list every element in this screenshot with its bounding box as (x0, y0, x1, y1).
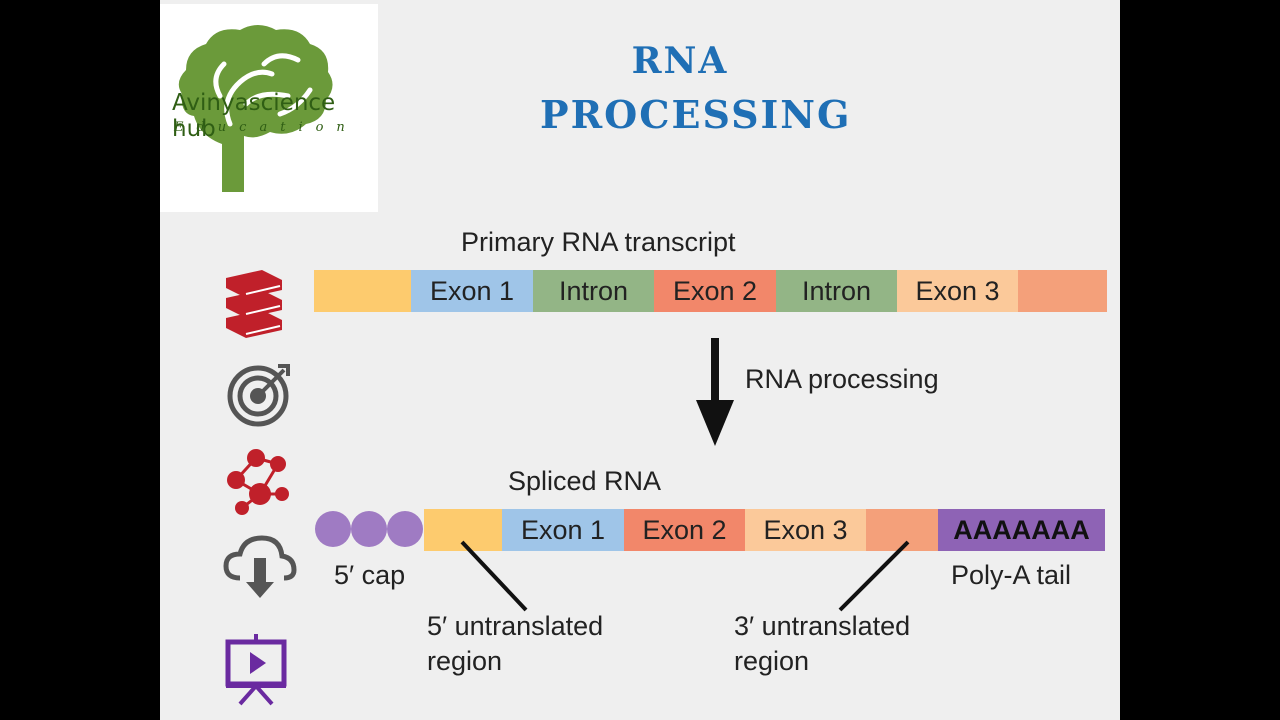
exon-3-segment: Exon 3 (745, 509, 866, 551)
five-prime-cap (315, 511, 423, 547)
cap-circle (351, 511, 387, 547)
utr5-label-line1: 5′ untranslated (427, 611, 604, 641)
utr-pointer-lines (460, 540, 910, 612)
title-line-1: RNA (631, 40, 729, 82)
intron-segment: Intron (533, 270, 654, 312)
tree-logo-icon (178, 25, 333, 192)
utr5-pointer-line (460, 540, 528, 612)
title-line-2: PROCESSING (540, 92, 852, 137)
polya-tail-label: Poly-A tail (951, 560, 1072, 590)
exon-2-segment: Exon 2 (624, 509, 745, 551)
logo-tagline-text: Education (174, 120, 358, 135)
utr3-label-line2: region (734, 646, 810, 676)
exon-2-segment: Exon 2 (654, 270, 776, 312)
network-icon (227, 449, 289, 515)
logo-brand-text: Avinyascience hub (172, 90, 336, 142)
target-icon (227, 364, 290, 427)
exon-3-segment: Exon 3 (897, 270, 1018, 312)
spliced-rna-heading: Spliced RNA (508, 466, 662, 496)
cloud-download-icon (223, 535, 297, 598)
utr5-segment (314, 270, 411, 312)
exon-1-segment: Exon 1 (411, 270, 533, 312)
utr3-pointer-line (838, 540, 910, 612)
cap-circle (387, 511, 423, 547)
rna-processing-label: RNA processing (745, 364, 939, 394)
exon-1-segment: Exon 1 (502, 509, 624, 551)
logo: Avinyascience hub Education (160, 4, 378, 212)
primary-transcript-heading: Primary RNA transcript (461, 227, 736, 257)
presentation-icon (225, 634, 287, 706)
cap-label: 5′ cap (334, 560, 406, 590)
utr3-segment (866, 509, 938, 551)
utr3-segment (1018, 270, 1107, 312)
intron-segment: Intron (776, 270, 897, 312)
processing-arrow-icon (696, 338, 734, 446)
aaaaaaa-segment: AAAAAAA (938, 509, 1105, 551)
cap-circle (315, 511, 351, 547)
utr3-label-line1: 3′ untranslated (734, 611, 911, 641)
utr5-label-line2: region (427, 646, 503, 676)
books-icon (226, 270, 282, 338)
